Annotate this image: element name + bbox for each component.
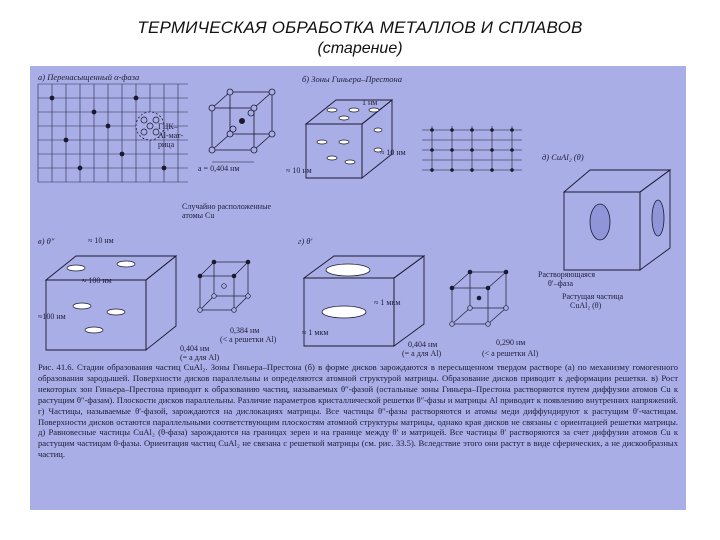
panel-c-size-100nm-a: ≈ 100 нм <box>82 276 112 285</box>
panel-c-size-10nm: ≈ 10 нм <box>88 236 114 245</box>
panel-a-random-atoms-2: атомы Cu <box>182 211 215 220</box>
panel-a-random-atoms-1: Случайно расположенные <box>182 202 271 211</box>
panel-d-label: д) CuAl₂ (θ) <box>542 152 584 162</box>
panel-a-lattice-param: a = 0,404 нм <box>198 164 240 173</box>
panel-b-label: б) Зоны Гиньера–Престона <box>302 74 402 84</box>
scanned-figure: а) Перенасыщенный α-фаза ГЦК– Al-мат <box>30 66 686 510</box>
figure-caption: Рис. 41.6. Стадии образования частиц CuA… <box>38 362 678 460</box>
panel-b-size-1nm: 1 нм <box>362 98 378 107</box>
panel-a-fcc-label-1: ГЦК– <box>158 122 178 131</box>
panel-c-param-2: (< a решетки Al) <box>220 335 277 344</box>
panel-b-lattice-diagram <box>422 126 522 172</box>
panel-a-fcc-label-2: Al-мат- <box>158 131 184 140</box>
panel-d-dissolving-2: θ′–фаза <box>548 279 574 288</box>
panel-c-param-3: 0,404 нм <box>180 344 210 353</box>
panel-e-param-2: (= a для Al) <box>402 349 442 358</box>
panel-e-size-1um-a: ≈ 1 мкм <box>374 298 401 307</box>
panel-b-size-10nm-b: ≈ 10 нм <box>286 166 312 175</box>
panel-e-size-1um-b: ≈ 1 мкм <box>302 328 329 337</box>
panel-d-growing-1: Растущая частица <box>562 292 624 301</box>
panel-e-param-1: 0,404 нм <box>408 340 438 349</box>
panel-d-cube-diagram <box>562 169 672 271</box>
panel-d-dissolving-1: Растворяющаяся <box>538 270 596 279</box>
panel-c-lattice-diagram <box>197 259 251 313</box>
panel-e-lattice-diagram <box>449 269 509 327</box>
panel-e-param-4: (< a решетки Al) <box>482 349 539 358</box>
panel-b-size-10nm-a: ≈ 10 нм <box>380 148 406 157</box>
panel-c-label: в) θ″ <box>38 236 55 246</box>
panel-b-cube-diagram <box>304 99 394 179</box>
panel-a-diagram <box>37 83 188 183</box>
panel-a-fcc-label-3: рица <box>158 140 175 149</box>
page-subtitle: (старение) <box>317 40 403 57</box>
panel-c-size-100nm-b: ≈100 нм <box>38 312 66 321</box>
page-title: ТЕРМИЧЕСКАЯ ОБРАБОТКА МЕТАЛЛОВ И СПЛАВОВ <box>137 18 583 37</box>
panel-c-param-1: 0,384 нм <box>230 326 260 335</box>
panel-e-label: г) θ′ <box>298 236 313 246</box>
fcc-cube-diagram <box>208 88 276 163</box>
panel-d-growing-2: CuAl₂ (θ) <box>570 301 602 310</box>
panel-e-param-3: 0,290 нм <box>496 338 526 347</box>
panel-c-param-4: (= a для Al) <box>180 353 220 362</box>
panel-a-label: а) Перенасыщенный α-фаза <box>38 72 140 82</box>
panel-c-cube-diagram <box>44 255 178 351</box>
panel-e-cube-diagram <box>302 255 426 347</box>
